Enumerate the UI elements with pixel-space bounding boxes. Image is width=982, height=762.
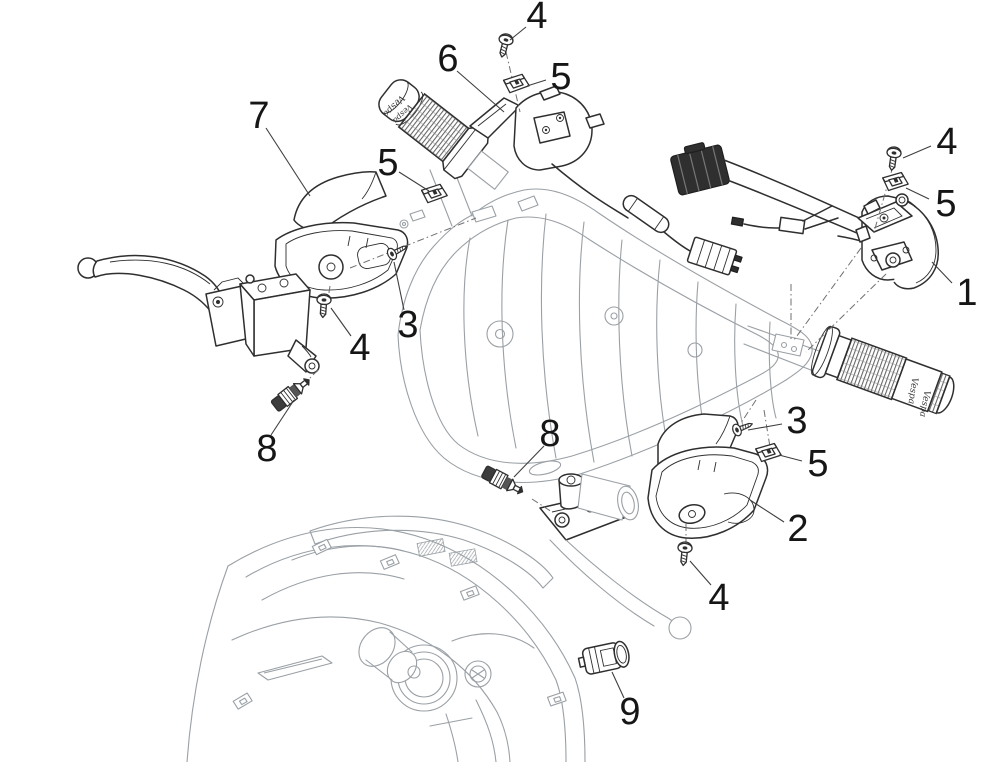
callout-4-left-leader (330, 307, 352, 337)
front-switch-assembly-part6 (469, 85, 605, 171)
callout-8-left: 8 (256, 428, 277, 470)
callout-5-right-leader (905, 187, 930, 200)
right-handlebar-cover-part2 (647, 413, 769, 539)
callout-5-mid-leader (778, 454, 803, 462)
callout-5-top: 5 (550, 56, 571, 98)
multipin-connector-large (670, 142, 730, 196)
callout-5-mid: 5 (807, 443, 828, 485)
callout-3-right: 3 (786, 400, 807, 442)
callout-7-leader (265, 127, 311, 197)
callout-8-left-leader (270, 399, 295, 436)
button-switch-part9 (577, 640, 630, 675)
right-brake-lever-bracket (539, 473, 692, 640)
right-handlebar-grip: Vespa Vespa (810, 325, 955, 418)
callout-6-leader (456, 70, 505, 113)
callout-1-leader (931, 261, 953, 284)
right-switch-unit-part1 (855, 193, 939, 290)
callout-4-right: 4 (936, 121, 957, 163)
front-fairing (186, 515, 586, 762)
callout-4-top: 4 (526, 0, 547, 37)
grip-logo-text: Vespa (917, 390, 931, 418)
callout-3-left: 3 (397, 304, 418, 346)
grip-logo-text: Vespa (906, 377, 920, 405)
callout-1: 1 (956, 272, 977, 314)
callout-4-top-leader (509, 26, 527, 41)
callout-3-right-leader (747, 423, 783, 431)
fairing-clip-tab (232, 538, 567, 710)
callout-5-left: 5 (377, 142, 398, 184)
trim-texture (448, 548, 478, 567)
callout-5-left-leader (398, 171, 430, 192)
left-handlebar-grip: Vespa Vespa (378, 79, 509, 190)
callout-5-top-leader (526, 79, 547, 87)
callout-7: 7 (248, 95, 269, 137)
callout-2: 2 (787, 508, 808, 550)
multipin-connector-small (686, 236, 743, 276)
trim-texture (416, 538, 446, 557)
callout-3-left-leader (393, 261, 405, 311)
callout-2-leader (749, 499, 785, 523)
callout-5-right: 5 (935, 183, 956, 225)
callout-8-mid: 8 (539, 413, 560, 455)
callout-4-left: 4 (349, 327, 370, 369)
headlamp-assembly (358, 627, 492, 712)
callout-6: 6 (437, 38, 458, 80)
left-brake-lever-assembly (77, 254, 320, 374)
callout-9-leader (611, 671, 625, 699)
callout-8-mid-leader (513, 445, 545, 478)
callout-9: 9 (619, 691, 640, 733)
callout-4-right-leader (902, 145, 932, 159)
callout-4-bottom: 4 (708, 577, 729, 619)
callout-4-bottom-leader (689, 560, 712, 586)
